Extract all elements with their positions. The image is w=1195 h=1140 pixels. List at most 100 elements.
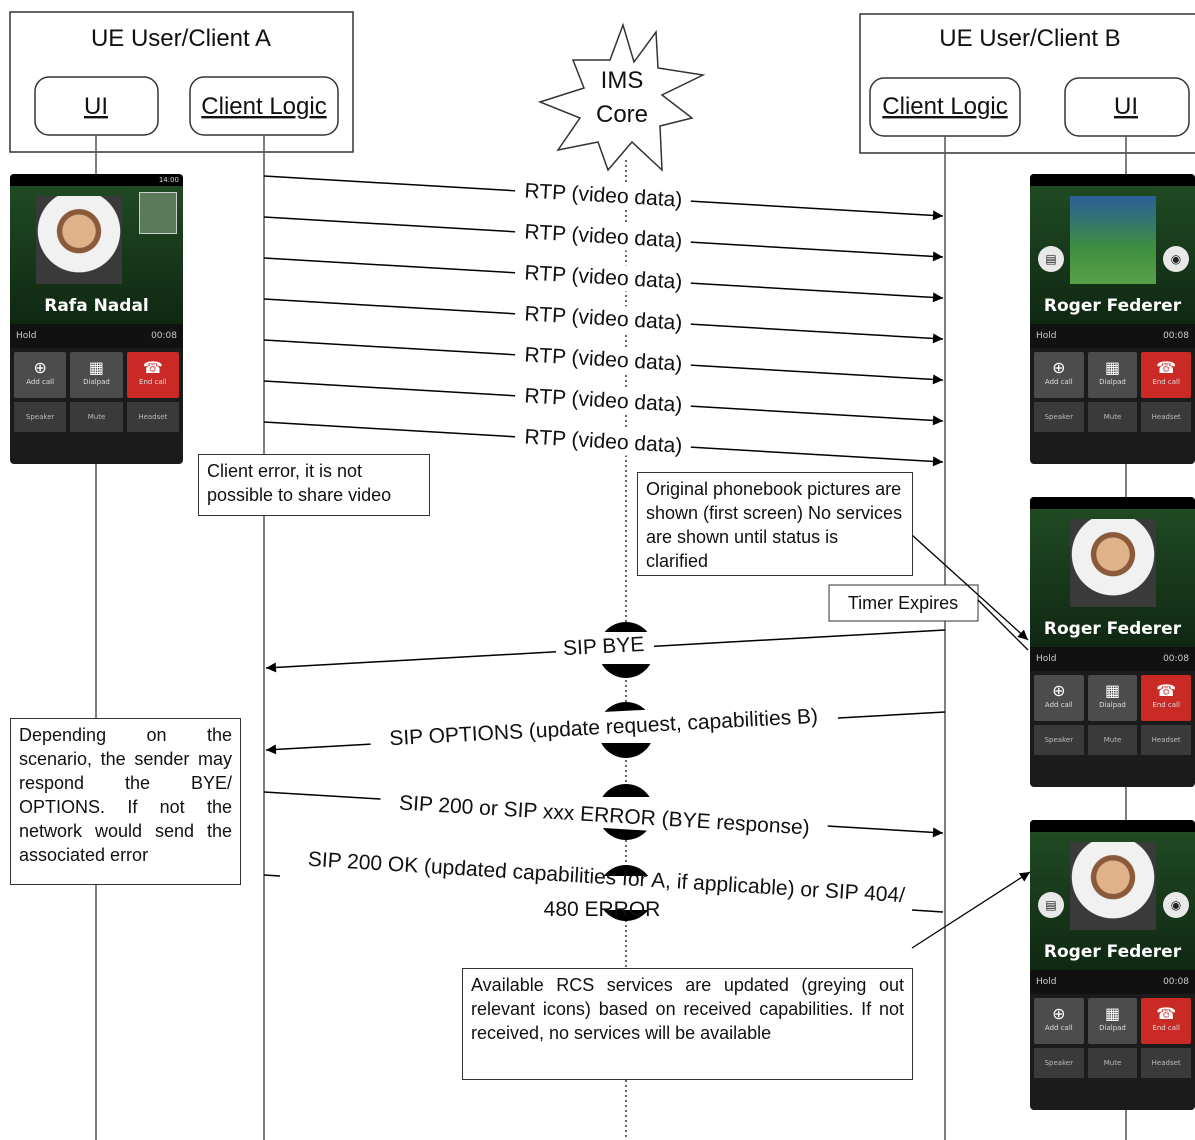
mute-button[interactable]: Mute (70, 402, 123, 432)
dialpad-icon: ▦ (88, 358, 105, 377)
call-screen: Rafa Nadal (10, 186, 183, 324)
call-screen: Roger Federer (1030, 509, 1195, 647)
video-preview (139, 192, 177, 234)
add-call-button[interactable]: ⊕Add call (1034, 675, 1084, 721)
speaker-button[interactable]: Speaker (1034, 402, 1084, 432)
rtp-label: RTP (video data) (524, 220, 683, 252)
client-b-title: UE User/Client B (939, 25, 1120, 52)
sip-200ok-label-2: 480 ERROR (544, 898, 661, 921)
client-a-title: UE User/Client A (91, 25, 271, 52)
rtp-label-background (514, 340, 692, 378)
call-timer: 00:08 (1163, 331, 1189, 341)
ims-core-label-2: Core (596, 101, 648, 128)
rtp-label-background (514, 381, 692, 419)
timer-box (828, 584, 979, 622)
dialpad-icon: ▦ (1104, 358, 1121, 377)
client-b-logic-label: Client Logic (882, 93, 1007, 120)
rtp-label-background (514, 217, 692, 255)
pointer-rcs (911, 871, 1031, 949)
call-screen: ▤ ◉ Roger Federer (1030, 186, 1195, 324)
status-bar: 14:00 (10, 174, 183, 186)
contact-photo (36, 196, 123, 284)
rtp-label-background (514, 299, 692, 337)
client-b-ui-label: UI (1114, 93, 1138, 120)
speaker-button[interactable]: Speaker (1034, 725, 1084, 755)
rtp-label-background (514, 258, 692, 296)
hold-label: Hold (1036, 331, 1057, 341)
speaker-button[interactable]: Speaker (1034, 1048, 1084, 1078)
hangup-icon: ☎ (1156, 1004, 1177, 1023)
sip-200ok-arrow-end (911, 909, 944, 913)
sip-bye-label: SIP BYE (562, 633, 644, 660)
status-bar (1030, 820, 1195, 832)
client-b-ui-box (1064, 77, 1190, 137)
mute-button[interactable]: Mute (1087, 1048, 1138, 1078)
pointer-phonebook (911, 534, 1029, 641)
ims-core-label-1: IMS (601, 67, 644, 94)
phone-client-a: 14:00 Rafa Nadal Hold 00:08 ⊕Add call ▦Di… (10, 174, 183, 464)
add-call-button[interactable]: ⊕Add call (1034, 998, 1084, 1044)
headset-button[interactable]: Headset (1141, 402, 1192, 432)
share-icon[interactable]: ▤ (1038, 892, 1064, 918)
eye-icon[interactable]: ◉ (1163, 246, 1189, 272)
add-call-button[interactable]: ⊕Add call (1034, 352, 1084, 398)
plus-icon: ⊕ (33, 358, 47, 377)
hangup-icon: ☎ (1156, 681, 1177, 700)
video-stream (1069, 196, 1156, 284)
rtp-label-background (514, 422, 692, 460)
contact-name: Roger Federer (1043, 619, 1182, 639)
contact-photo (1069, 519, 1156, 607)
dialpad-icon: ▦ (1104, 681, 1121, 700)
hold-bar[interactable]: Hold 00:08 (10, 324, 183, 348)
phone-client-b-1: ▤ ◉ Roger Federer Hold 00:08 ⊕Add call ▦D… (1030, 174, 1195, 464)
dialpad-icon: ▦ (1104, 1004, 1121, 1023)
hold-label: Hold (16, 331, 37, 341)
mute-button[interactable]: Mute (1087, 725, 1138, 755)
headset-button[interactable]: Headset (1141, 725, 1192, 755)
end-call-button[interactable]: ☎End call (1141, 998, 1192, 1044)
headset-button[interactable]: Headset (1141, 1048, 1192, 1078)
dialpad-button[interactable]: ▦Dialpad (70, 352, 123, 398)
status-bar (1030, 497, 1195, 509)
dialpad-button[interactable]: ▦Dialpad (1087, 352, 1138, 398)
add-call-button[interactable]: ⊕Add call (14, 352, 67, 398)
hold-bar[interactable]: Hold 00:08 (1030, 324, 1195, 348)
contact-name: Roger Federer (1043, 942, 1182, 962)
contact-name: Rafa Nadal (44, 296, 149, 316)
mute-button[interactable]: Mute (1087, 402, 1138, 432)
hangup-icon: ☎ (1156, 358, 1177, 377)
rtp-label-background (514, 176, 692, 214)
rtp-messages: RTP (video data) RTP (video data) RTP (vid… (263, 175, 944, 467)
rtp-label: RTP (video data) (524, 343, 683, 375)
call-timer: 00:08 (1163, 654, 1189, 664)
contact-photo (1069, 842, 1156, 930)
dialpad-button[interactable]: ▦Dialpad (1087, 998, 1138, 1044)
end-call-button[interactable]: ☎End call (1141, 675, 1192, 721)
hangup-icon: ☎ (142, 358, 163, 377)
speaker-button[interactable]: Speaker (14, 402, 67, 432)
client-a-ui-label: UI (84, 93, 108, 120)
end-call-button[interactable]: ☎End call (1141, 352, 1192, 398)
status-bar (1030, 174, 1195, 186)
eye-icon[interactable]: ◉ (1163, 892, 1189, 918)
rtp-label: RTP (video data) (524, 261, 683, 293)
plus-icon: ⊕ (1052, 1004, 1066, 1023)
end-call-button[interactable]: ☎End call (126, 352, 179, 398)
timer-label: Timer Expires (848, 593, 958, 613)
call-screen: ▤ ◉ Roger Federer (1030, 832, 1195, 970)
hold-label: Hold (1036, 977, 1057, 987)
ims-core-star (537, 22, 706, 172)
headset-button[interactable]: Headset (126, 402, 179, 432)
call-timer: 00:08 (151, 331, 177, 341)
share-icon[interactable]: ▤ (1038, 246, 1064, 272)
dialpad-button[interactable]: ▦Dialpad (1087, 675, 1138, 721)
rtp-label: RTP (video data) (524, 384, 683, 416)
note-phonebook: Original phonebook pictures are shown (f… (637, 472, 913, 576)
note-client-error: Client error, it is not possible to shar… (198, 454, 430, 516)
pointer-timer (977, 599, 1029, 651)
